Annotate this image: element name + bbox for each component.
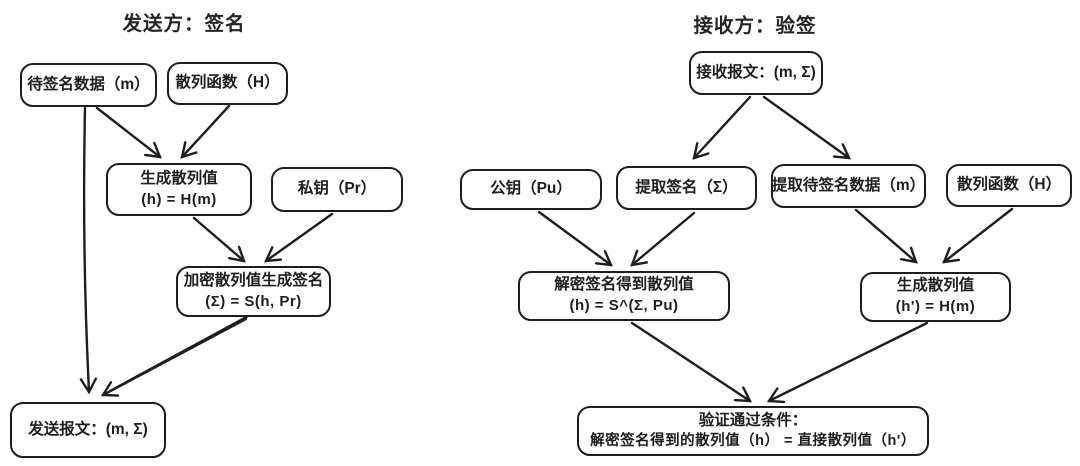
node-generate-hash-receiver: 生成散列值 (h') = H(m) (860, 272, 1011, 322)
arrow-gen-hash-to-verify (766, 321, 929, 404)
node-encrypt-hash-signature: 加密散列值生成签名 (Σ) = S(h, Pr) (176, 266, 331, 317)
node-receive-message: 接收报文：(m, Σ) (689, 51, 823, 95)
node-generate-hash-receiver-label: 生成散列值 (896, 277, 975, 295)
node-hash-function-sender: 散列函数（H） (167, 62, 288, 105)
node-send-message-label: 发送报文：(m, Σ) (28, 420, 148, 438)
node-encrypt-hash-signature-formula: (Σ) = S(h, Pr) (205, 292, 302, 310)
arrow-hashfunc-to-gen-hash (180, 104, 231, 159)
node-send-message: 发送报文：(m, Σ) (10, 402, 166, 458)
node-verify-condition-label: 验证通过条件： (698, 411, 808, 429)
node-generate-hash-sender-label: 生成散列值 (140, 169, 218, 187)
node-hash-function-receiver: 散列函数（H） (946, 164, 1072, 207)
node-private-key: 私钥（Pr） (271, 167, 403, 212)
arrow-private-key-to-encrypt (264, 212, 334, 263)
node-generate-hash-sender: 生成散列值 (h) = H(m) (106, 163, 252, 216)
node-hash-function-receiver-label: 散列函数（H） (956, 176, 1062, 194)
node-generate-hash-sender-formula: (h) = H(m) (141, 190, 217, 208)
node-generate-hash-receiver-formula: (h') = H(m) (895, 298, 976, 316)
arrow-hashfunc-to-gen-hash-r (942, 207, 1014, 264)
arrow-recv-to-extract-sig (692, 95, 752, 160)
node-encrypt-hash-signature-label: 加密散列值生成签名 (183, 271, 324, 289)
arrow-extract-data-to-gen-hash (854, 208, 918, 264)
node-verify-condition: 验证通过条件： 解密签名得到的散列值（h） = 直接散列值（h'） (577, 406, 929, 456)
sender-section-title: 发送方：签名 (122, 13, 246, 35)
node-decrypt-signature-hash-formula: (h) = S^(Σ, Pu) (569, 297, 679, 315)
receiver-section-title: 接收方：验签 (693, 15, 817, 37)
arrow-recv-to-extract-data (762, 95, 851, 160)
node-extract-signature: 提取签名（Σ） (616, 166, 757, 210)
node-public-key: 公钥（Pu） (460, 169, 602, 210)
node-hash-function-sender-label: 散列函数（H） (175, 74, 280, 92)
node-extract-data-to-sign-label: 提取待签名数据（m） (771, 176, 926, 194)
node-private-key-label: 私钥（Pr） (297, 180, 377, 198)
arrow-encrypt-to-send-msg-doubled-stroke (108, 313, 252, 393)
node-data-to-sign: 待签名数据（m） (20, 63, 157, 107)
node-receive-message-label: 接收报文：(m, Σ) (696, 63, 816, 81)
node-verify-condition-formula: 解密签名得到的散列值（h） = 直接散列值（h'） (590, 432, 916, 449)
node-data-to-sign-label: 待签名数据（m） (27, 75, 150, 93)
node-decrypt-signature-hash-label: 解密签名得到散列值 (554, 276, 694, 294)
arrow-public-key-to-decrypt (537, 210, 613, 267)
arrow-gen-hash-to-encrypt (192, 216, 246, 263)
node-decrypt-signature-hash: 解密签名得到散列值 (h) = S^(Σ, Pu) (518, 271, 730, 321)
arrow-decrypt-to-verify (630, 321, 753, 403)
node-extract-data-to-sign: 提取待签名数据（m） (771, 164, 926, 208)
arrow-data-to-gen-hash (95, 106, 162, 159)
node-public-key-label: 公钥（Pu） (490, 180, 572, 198)
arrow-extract-sig-to-decrypt (630, 211, 696, 267)
node-extract-signature-label: 提取签名（Σ） (635, 178, 738, 196)
arrow-data-to-send-msg (79, 106, 98, 395)
